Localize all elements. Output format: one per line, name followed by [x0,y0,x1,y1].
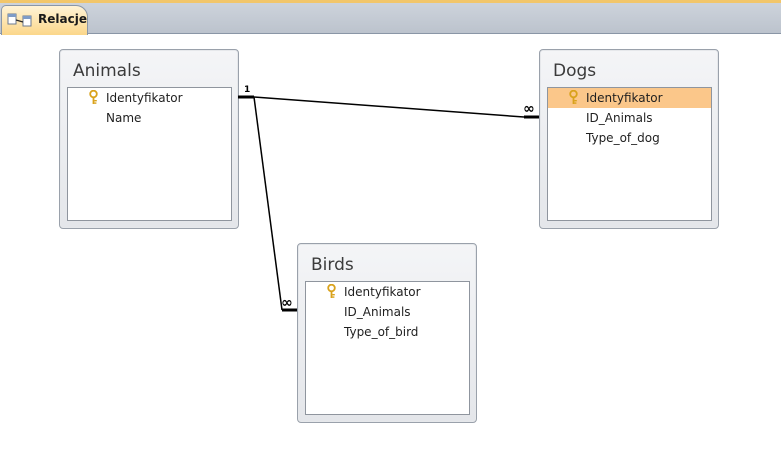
table-title: Animals [73,61,141,81]
table-title: Dogs [553,61,597,81]
field-name: Type_of_bird [344,325,419,339]
key-icon [327,284,336,298]
field-name-column[interactable]: Name [68,108,231,128]
field-id-animals[interactable]: ID_Animals [306,302,469,322]
field-name: ID_Animals [586,111,653,125]
tab-relacje[interactable]: Relacje [1,5,88,35]
field-type-of-dog[interactable]: Type_of_dog [548,128,711,148]
field-name: Identyfikator [344,285,421,299]
field-name: ID_Animals [344,305,411,319]
field-identyfikator[interactable]: Identyfikator [68,88,231,108]
tab-strip-accent [0,0,781,3]
field-id-animals[interactable]: ID_Animals [548,108,711,128]
table-dogs[interactable]: Dogs Identyfikator ID_Animals Type_of_do… [539,49,719,229]
tab-label: Relacje [38,12,87,26]
table-birds[interactable]: Birds Identyfikator ID_Animals Type_of_b… [297,243,477,423]
field-list[interactable]: Identyfikator Name [67,87,232,221]
table-animals[interactable]: Animals Identyfikator Name [59,49,239,229]
relationships-icon [7,13,32,27]
key-icon [89,90,98,104]
field-name: Name [106,111,142,125]
field-name: Identyfikator [106,91,183,105]
document-tab-strip: Relacje [0,0,781,35]
field-name: Type_of_dog [586,131,660,145]
field-identyfikator[interactable]: Identyfikator [548,88,711,108]
key-icon [569,90,578,104]
table-title: Birds [311,255,354,275]
field-type-of-bird[interactable]: Type_of_bird [306,322,469,342]
field-list[interactable]: Identyfikator ID_Animals Type_of_bird [305,281,470,415]
field-list[interactable]: Identyfikator ID_Animals Type_of_dog [547,87,712,221]
field-identyfikator[interactable]: Identyfikator [306,282,469,302]
field-name: Identyfikator [586,91,663,105]
